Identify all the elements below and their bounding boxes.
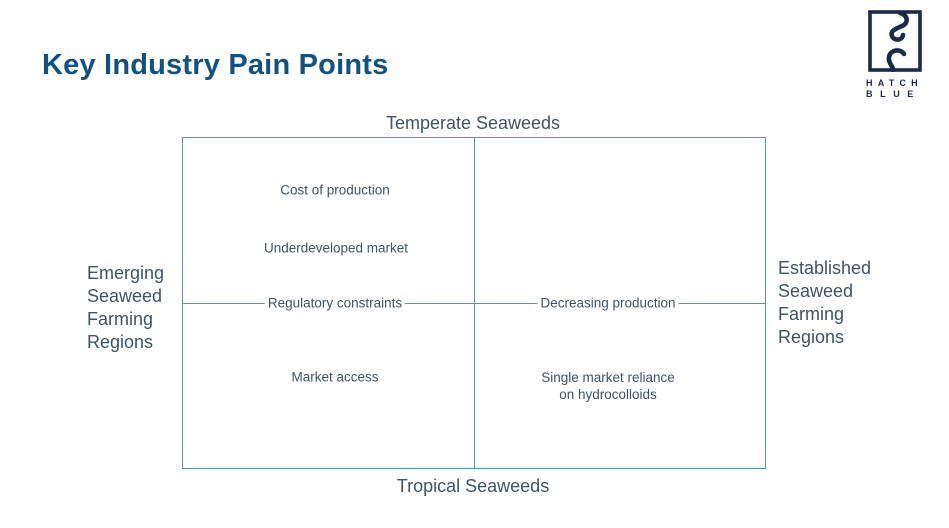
hatch-blue-hook-icon [868, 10, 922, 72]
page-title: Key Industry Pain Points [42, 49, 389, 81]
axis-label-tropical-seaweeds: Tropical Seaweeds [396, 476, 550, 496]
pain-point-single-market-reliance: Single market reliance on hydrocolloids [541, 370, 675, 402]
matrix-vertical-midline [474, 138, 475, 468]
hatch-blue-logo: HATCH BLUE [866, 10, 924, 100]
pain-point-cost-of-production: Cost of production [280, 182, 390, 198]
logo-wordmark-blue: BLUE [866, 89, 921, 99]
pain-point-decreasing-production: Decreasing production [537, 294, 679, 312]
pain-point-market-access: Market access [291, 369, 379, 385]
axis-label-established-regions: Established Seaweed Farming Regions [778, 258, 872, 347]
pain-point-underdeveloped-market: Underdeveloped market [263, 240, 409, 256]
logo-wordmark-hatch: HATCH [866, 78, 923, 88]
axis-label-temperate-seaweeds: Temperate Seaweeds [385, 113, 561, 133]
pain-point-regulatory-constraints: Regulatory constraints [264, 294, 406, 312]
axis-label-emerging-regions: Emerging Seaweed Farming Regions [87, 263, 165, 352]
quadrant-matrix: Cost of production Underdeveloped market… [182, 137, 766, 469]
